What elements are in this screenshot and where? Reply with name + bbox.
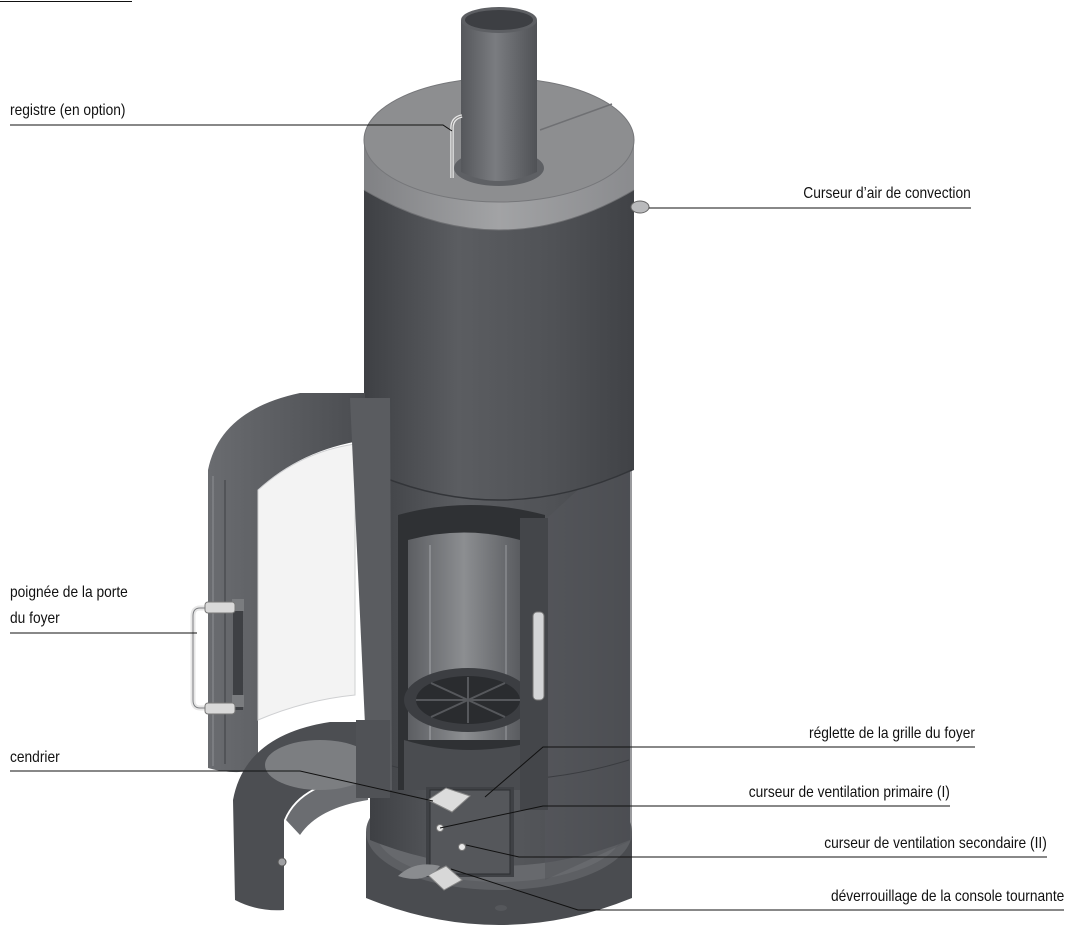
label-curseur-convection: Curseur d’air de convection [804, 184, 971, 203]
label-reglette: réglette de la grille du foyer [809, 724, 975, 743]
stove-foot [495, 905, 507, 911]
firebox-frame [520, 518, 548, 810]
stove-upper-cylinder [364, 190, 634, 500]
convection-knob [631, 201, 649, 213]
label-poignee-line2: du foyer [10, 609, 60, 628]
label-registre: registre (en option) [10, 101, 125, 120]
label-cendrier: cendrier [10, 748, 60, 767]
label-poignee-line1: poignée de la porte [10, 583, 128, 602]
label-ventilation-secondaire: curseur de ventilation secondaire (II) [824, 834, 1047, 853]
label-deverrouillage: déverrouillage de la console tournante [831, 887, 1064, 906]
flue-pipe [461, 7, 537, 181]
label-ventilation-primaire: curseur de ventilation primaire (I) [749, 783, 950, 802]
